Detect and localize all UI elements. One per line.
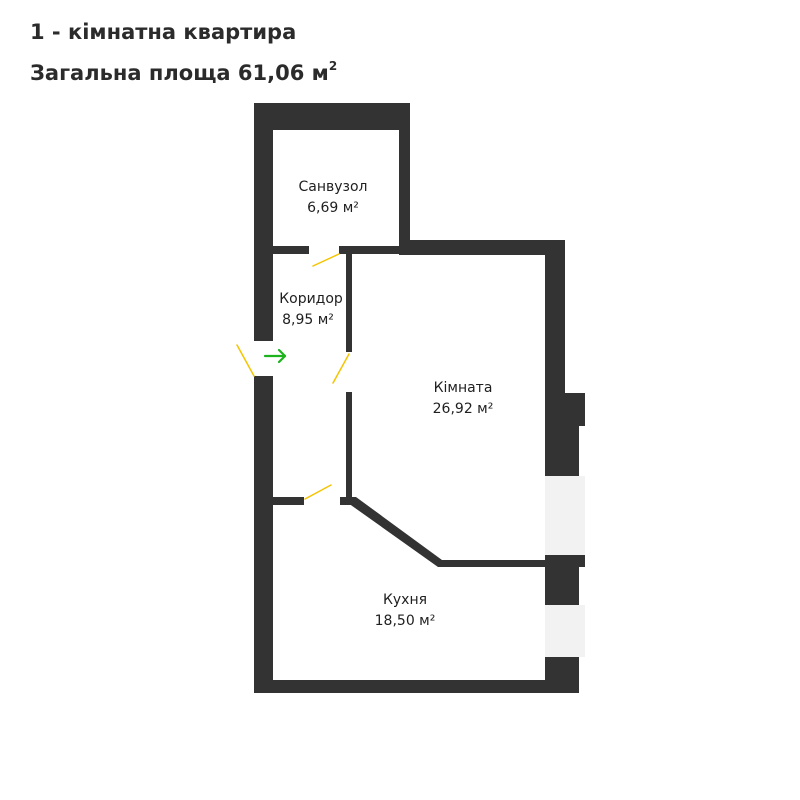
door-kitchen [304,484,332,500]
apartment-title: 1 - кімнатна квартира [30,20,297,44]
wall-bottom [254,680,579,693]
total-area-text: Загальна площа 61,06 м [30,61,329,85]
wall-bathroom-corridor-left [273,246,309,254]
wall-right-middle-2 [545,567,579,605]
room-label-kitchen-name: Кухня [383,592,427,608]
room-label-kitchen-area: 18,50 м² [375,613,436,629]
entrance-arrow-icon [263,348,287,364]
walls [254,103,585,693]
wall-right-middle [545,555,585,567]
total-area: Загальна площа 61,06 м2 [30,50,337,91]
wall-left-upper [254,103,273,341]
wall-right-upper [545,240,565,476]
room-label-corridor-name: Коридор [279,291,343,307]
window-kitchen [545,605,585,657]
room-label-room-area: 26,92 м² [433,401,494,417]
door-entrance [236,344,255,377]
room-label-bathroom-name: Санвузол [298,179,367,195]
windows [545,476,585,657]
wall-corridor-room-lower [346,392,352,497]
wall-room-kitchen-diagonal [348,497,545,567]
wall-bathroom-right [399,103,410,255]
window-room [545,476,585,555]
wall-right-pilaster-lower [563,426,579,476]
door-bathroom [312,253,340,267]
wall-corridor-kitchen-stub [340,497,352,505]
room-label-room-name: Кімната [434,380,493,396]
doors [236,253,350,500]
wall-bathroom-corridor-right [339,246,409,254]
wall-room-top [399,240,565,255]
room-label-bathroom-area: 6,69 м² [307,200,359,216]
total-area-unit-sup: 2 [328,59,338,73]
page-heading: 1 - кімнатна квартира Загальна площа 61,… [30,14,337,91]
wall-left-lower [254,376,273,693]
room-label-corridor-area: 8,95 м² [282,312,334,328]
wall-right-pilaster [563,393,585,426]
wall-corridor-kitchen [273,497,304,505]
wall-corridor-room-upper [346,254,352,352]
door-room [332,353,350,384]
wall-bathroom-top [254,103,410,130]
